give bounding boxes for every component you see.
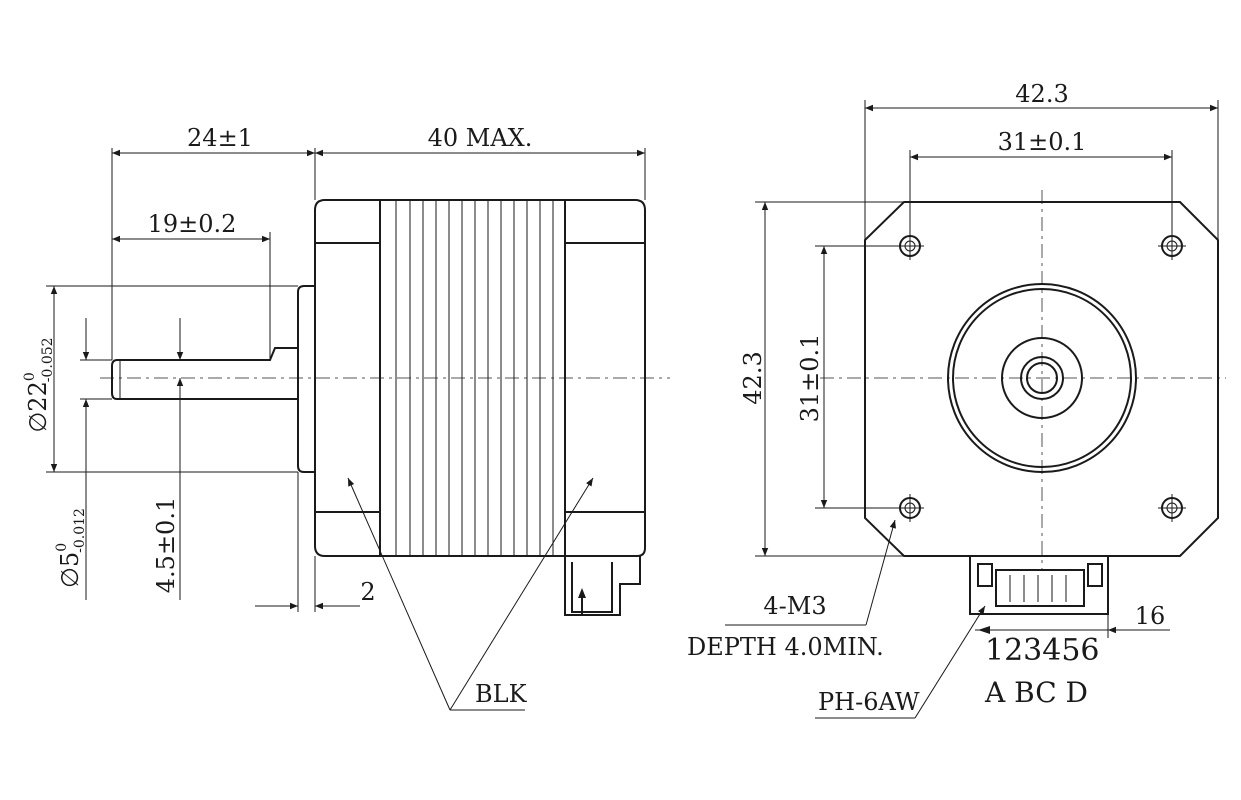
dim-2-text: 2 <box>360 578 375 606</box>
dim-45-text: 4.5±0.1 <box>152 497 180 593</box>
front-extension-lines <box>755 100 1219 638</box>
svg-text:∅50-0.012: ∅50-0.012 <box>54 508 88 588</box>
mount-hole-tr <box>1158 232 1186 260</box>
shaft-ring-circle <box>1001 337 1083 419</box>
dim-16-text: 16 <box>1135 602 1166 630</box>
shaft-outer-circle <box>1020 356 1064 400</box>
dim-22-symbol: ∅ <box>24 412 52 433</box>
dim-5-label: ∅50-0.012 <box>54 508 88 588</box>
pin-numbers: 123456 <box>985 633 1100 668</box>
dim-hole-v-text: 31±0.1 <box>796 334 824 423</box>
pilot-flange <box>297 285 315 473</box>
dim-5-upper: 0 <box>54 543 70 552</box>
mount-hole-br <box>1158 494 1186 522</box>
side-view: 24±1 40 MAX. 19±0.2 2 4.5±0.1 ∅220-0.052… <box>22 124 670 711</box>
side-connector-mark <box>578 588 586 598</box>
front-frame <box>864 201 1219 557</box>
m3-leader <box>865 519 896 626</box>
dim-16-arrow-left <box>978 626 990 634</box>
side-extension-lines <box>46 148 646 612</box>
blk-leader-left <box>347 477 451 711</box>
dim-5-nominal: 5 <box>56 552 84 567</box>
boss-outer-circle <box>947 283 1137 473</box>
blk-label: BLK <box>475 680 528 708</box>
dim-19-text: 19±0.2 <box>148 210 237 238</box>
dim-hole-h-text: 31±0.1 <box>998 128 1087 156</box>
m3-label: 4-M3 <box>763 592 826 620</box>
motor-shaft <box>111 347 298 400</box>
dim-22-nominal: 22 <box>24 381 52 412</box>
pin-phases: A BC D <box>984 676 1088 709</box>
connector-leader <box>914 605 986 719</box>
dim-22-label: ∅220-0.052 <box>22 337 56 432</box>
boss-inner-circle <box>952 288 1132 468</box>
side-connector <box>564 556 641 616</box>
front-view: 42.3 31±0.1 42.3 31±0.1 16 4-M3 DEPTH 4.… <box>687 80 1226 719</box>
front-connector <box>969 555 1109 615</box>
dim-frame-width-text: 42.3 <box>1015 80 1068 108</box>
dim-5-lower: -0.012 <box>72 508 88 553</box>
lamination-lines <box>395 200 554 556</box>
motor-body <box>314 199 646 557</box>
dim-frame-height-text: 42.3 <box>739 351 767 404</box>
dim-24-text: 24±1 <box>187 124 253 152</box>
dim-5-symbol: ∅ <box>56 567 84 588</box>
stator-stack <box>379 199 566 557</box>
dim-40-text: 40 MAX. <box>428 124 533 152</box>
dim-22-upper: 0 <box>22 372 38 381</box>
side-connector-inner <box>571 562 613 613</box>
mount-hole-bl <box>896 494 924 522</box>
depth-label: DEPTH 4.0MIN. <box>687 633 884 661</box>
svg-text:∅220-0.052: ∅220-0.052 <box>22 337 56 432</box>
blk-leader-right <box>449 477 594 711</box>
dim-22-lower: -0.052 <box>40 337 56 382</box>
mount-hole-tl <box>896 232 924 260</box>
shaft-inner-circle <box>1026 362 1058 394</box>
connector-label: PH-6AW <box>818 688 920 716</box>
